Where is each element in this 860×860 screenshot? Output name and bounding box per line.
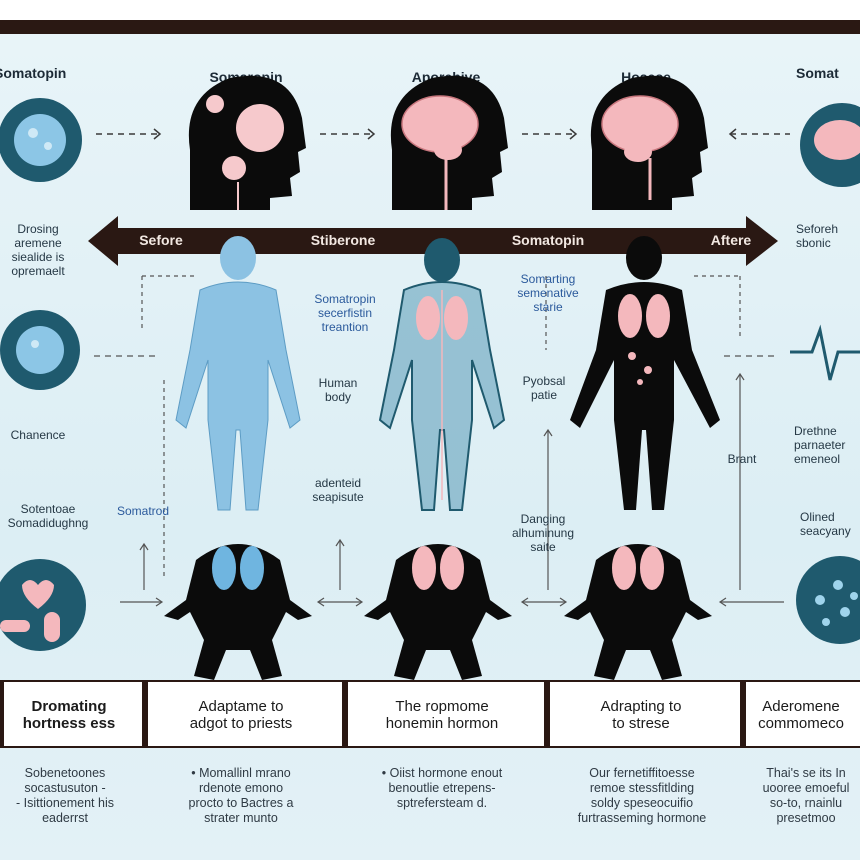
right-text-2: Drethne parnaeter emeneol: [794, 424, 846, 466]
head-silhouette: [390, 75, 508, 210]
stage-box: [546, 682, 744, 746]
left-text-1: Drosing aremene siealide is opremaelt: [11, 222, 65, 278]
caption-5: Thai's se its In uooree emoeful so-to, r…: [762, 766, 850, 825]
left-text-3: Sotentoae Somadidughng: [7, 502, 89, 530]
stage-box: [144, 682, 346, 746]
human-body-blue: [175, 236, 301, 511]
label-adenteid: adenteid seapisute: [312, 476, 364, 504]
right-text-1: Seforeh sbonic: [796, 222, 839, 250]
human-body-dark: [570, 236, 720, 510]
cells-icon: [796, 556, 860, 644]
stage-box: [344, 682, 548, 746]
top-label-right: Somat: [796, 65, 839, 81]
pills-icon: [0, 559, 86, 651]
caption-1: Sobenetoones socastusuton - - Isittionem…: [16, 766, 114, 825]
stage-title-3: The ropmome honemin hormon: [385, 698, 499, 732]
caption-4: Our fernetiffitoesse remoe stessfitlding…: [577, 766, 707, 825]
human-body-circulation: [378, 238, 506, 511]
brain-icon: [800, 103, 860, 187]
label-danging: Danging alhuminung saite: [511, 512, 575, 554]
virus-icon: [0, 310, 80, 390]
stage-box: [742, 682, 860, 746]
top-border: [0, 20, 860, 34]
heartbeat-icon: [790, 324, 860, 381]
label-pyobsal: Pyobsal patie: [522, 374, 566, 402]
crouching-figure: [164, 544, 312, 680]
virus-icon: [0, 98, 82, 182]
connector-lines: [94, 275, 784, 607]
crouching-figure: [564, 544, 712, 680]
caption-2: • Momallinl mrano rdenote emono procto t…: [188, 766, 294, 825]
timeline-label-mid1: Stiberone: [310, 232, 376, 248]
caption-3: • Oiist hormone enout benoutlie etrepens…: [381, 766, 503, 810]
right-text-3: Olined seacyany: [800, 510, 851, 538]
label-somatropin: Somatropin secerfistin treantion: [314, 292, 376, 334]
stage-title-5: Aderomene commomeco: [758, 698, 844, 732]
head-silhouette: [590, 75, 708, 210]
crouching-figure: [364, 544, 512, 680]
timeline-label-before: Sefore: [139, 232, 183, 248]
stage-title-1: Dromating hortness ess: [22, 698, 116, 732]
timeline-label-after: Aftere: [710, 232, 752, 248]
label-brant: Brant: [727, 452, 757, 466]
label-somarting: Somarting semenative starie: [517, 272, 579, 314]
stage-title-2: Adaptame to adgot to priests: [189, 698, 293, 732]
top-label-left: Somatopin: [0, 65, 67, 81]
flow-arrow: [96, 128, 790, 140]
label-somatrod: Somatrod: [116, 504, 170, 518]
timeline-label-mid2: Somatopin: [511, 232, 585, 248]
head-silhouette: [188, 75, 306, 210]
left-text-2: Chanence: [10, 428, 66, 442]
label-human-body: Human body: [318, 376, 358, 404]
stage-title-4: Adrapting to to strese: [600, 698, 682, 732]
